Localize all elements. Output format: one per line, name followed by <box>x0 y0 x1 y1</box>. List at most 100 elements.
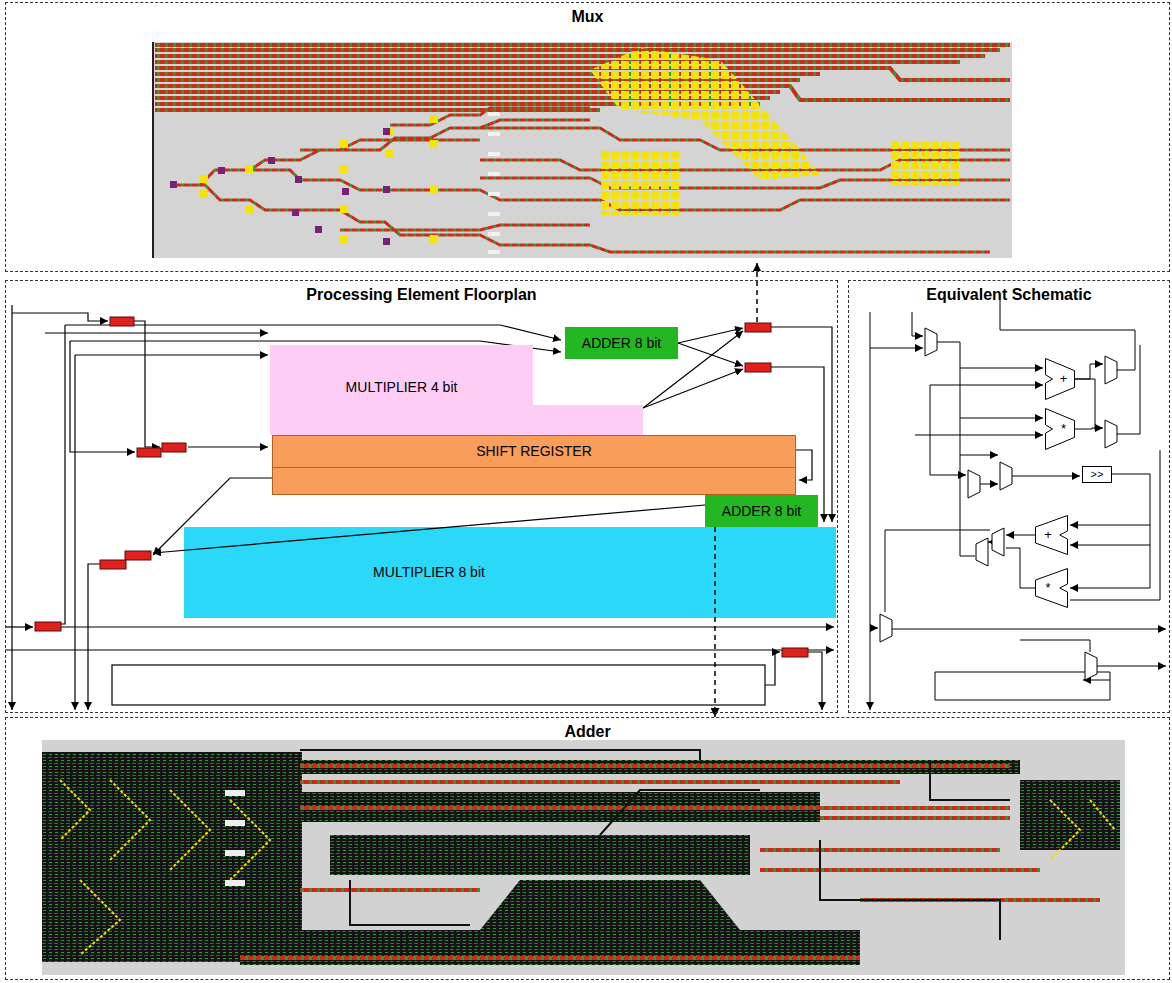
floorplan-wiring <box>153 478 272 555</box>
gap <box>488 112 500 254</box>
schematic-wiring <box>1075 379 1095 430</box>
via <box>200 115 438 243</box>
text-area: + <box>1038 515 1058 555</box>
multiplier-symbol: * <box>1045 408 1075 450</box>
via <box>200 175 208 183</box>
schematic-wiring <box>1012 476 1080 477</box>
gap <box>225 790 245 886</box>
multiplier-block: MULTIPLIER 4 bit <box>270 345 643 435</box>
multiplier-block: MULTIPLIER 8 bit <box>184 527 836 618</box>
register <box>100 560 126 569</box>
via <box>200 190 208 198</box>
schematic-wiring <box>930 385 966 475</box>
contact <box>383 186 390 193</box>
text-area: Processing Element Floorplan <box>6 284 837 306</box>
panel-title: Adder <box>564 723 610 741</box>
via-cluster <box>590 48 820 180</box>
contact <box>170 181 177 188</box>
via <box>245 165 253 173</box>
schematic-wiring <box>1020 640 1090 652</box>
gap <box>225 850 245 856</box>
multiplier-block <box>184 527 836 618</box>
panel-title: Equivalent Schematic <box>926 286 1091 304</box>
schematic-wiring <box>1117 345 1140 434</box>
schematic-wiring <box>870 300 1166 710</box>
contact <box>383 128 390 135</box>
schematic-wiring <box>1075 364 1103 379</box>
adder-layout <box>42 740 1125 975</box>
floorplan-wiring <box>678 328 743 343</box>
schematic-wiring <box>885 530 990 612</box>
dense-wiring <box>42 752 302 962</box>
block-outline <box>1046 359 1075 400</box>
contact <box>170 128 390 245</box>
shifter-symbol: >> <box>1082 466 1112 483</box>
block-outline <box>1036 569 1068 608</box>
register <box>35 317 808 657</box>
via <box>430 185 438 193</box>
register <box>110 317 134 326</box>
layout-ground <box>152 42 1012 258</box>
floorplan-wiring <box>61 325 65 624</box>
via <box>385 128 393 136</box>
dense-wiring <box>240 930 860 965</box>
multiplexer <box>968 470 980 498</box>
text-area: MULTIPLIER 8 bit <box>184 527 674 618</box>
text-area: Mux <box>6 6 1169 28</box>
floorplan-wiring <box>808 652 822 710</box>
via <box>340 235 348 243</box>
contact <box>218 167 225 174</box>
schematic-wiring <box>930 385 1043 386</box>
dense-wiring <box>480 880 740 930</box>
multiplexer <box>1000 462 1012 490</box>
via-cluster <box>600 150 680 215</box>
layout-rail <box>152 42 154 258</box>
gap <box>488 250 500 254</box>
multiplexer <box>976 538 988 566</box>
register <box>745 363 771 372</box>
floorplan-wiring <box>5 649 834 650</box>
text-area: * <box>1038 568 1058 608</box>
block-label: * <box>1061 422 1066 437</box>
gap <box>488 112 500 116</box>
section-panel: Mux <box>5 2 1170 272</box>
block-label: >> <box>1091 468 1104 481</box>
schematic-wiring <box>870 348 923 349</box>
schematic-wiring <box>988 542 990 543</box>
via-cluster <box>890 140 960 185</box>
gap <box>488 132 500 136</box>
schematic-wiring <box>1070 545 1150 546</box>
floorplan-wiring <box>112 665 765 705</box>
via-cluster <box>590 48 960 215</box>
block-label: * <box>1045 581 1050 596</box>
schematic-wiring <box>937 342 960 455</box>
register <box>745 323 771 332</box>
block-label: ADDER 8 bit <box>722 503 801 519</box>
text-area: SHIFT REGISTER <box>273 436 795 467</box>
floorplan-wiring <box>153 505 705 553</box>
floorplan-wiring <box>70 341 135 452</box>
floorplan-wiring <box>45 332 268 333</box>
schematic-wiring <box>1070 450 1160 600</box>
schematic-wiring <box>915 435 1043 436</box>
via <box>385 150 393 158</box>
schematic-wiring <box>960 418 1043 419</box>
block-label: MULTIPLIER 8 bit <box>373 564 485 580</box>
section-panel: Equivalent Schematic + * >> + * <box>848 280 1170 713</box>
floorplan-wiring <box>75 354 268 355</box>
routed-wires <box>240 766 1100 958</box>
register <box>162 443 186 452</box>
routed-wires <box>155 45 1010 110</box>
adder-symbol: + <box>1035 515 1068 555</box>
floorplan-wiring <box>678 343 743 366</box>
block-label: + <box>1060 372 1068 387</box>
contact <box>292 209 299 216</box>
floorplan-wiring <box>12 313 108 321</box>
register <box>35 622 61 631</box>
schematic-wiring <box>960 455 998 556</box>
gap <box>488 192 500 196</box>
multiplier-symbol: * <box>1035 568 1068 608</box>
multiplexer <box>880 328 1117 680</box>
floorplan-wiring <box>134 321 160 447</box>
